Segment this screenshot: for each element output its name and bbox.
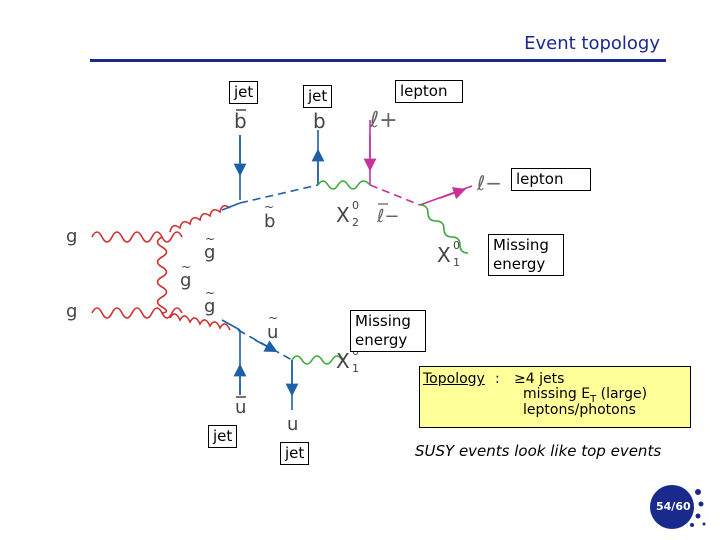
particle-squark-u: u	[267, 322, 278, 343]
particle-chi1-bottom: X	[336, 349, 350, 373]
particle-gluino-bottom: g	[204, 296, 215, 317]
particle-chi1-right-sup: 0	[453, 239, 460, 252]
page-title: Event topology	[524, 33, 660, 54]
particle-g-top: g	[66, 226, 77, 247]
particle-lminus: ℓ−	[476, 171, 502, 195]
gluino-to-ubar	[221, 319, 241, 331]
label-jet-bottom-left: jet	[208, 425, 238, 448]
svg-text:~: ~	[205, 286, 215, 300]
lepton-lines	[363, 120, 473, 206]
label-lepton-top: lepton	[395, 80, 463, 103]
topology-box: Topology : ≥4 jets missing ET (large) le…	[419, 366, 691, 428]
label-jet-top-mid: jet	[303, 85, 333, 108]
label-jet-top-left: jet	[229, 81, 259, 104]
label-missing-energy-right: Missing energy	[488, 234, 564, 276]
svg-text:~: ~	[268, 311, 278, 325]
particle-chi2-sup: 0	[352, 199, 359, 212]
susy-note: SUSY events look like top events	[415, 442, 662, 460]
particle-g-bottom: g	[66, 301, 77, 322]
particle-chi1-right: X	[437, 243, 451, 267]
page-number: 54/60	[656, 500, 691, 513]
svg-text:~: ~	[205, 232, 215, 246]
gluon-lines	[91, 204, 231, 331]
title-underline	[90, 59, 666, 62]
slepton-line	[369, 184, 421, 206]
particle-chi2: X	[336, 203, 350, 227]
chi2-line	[317, 180, 371, 190]
particle-bbar: b	[234, 109, 247, 133]
label-missing-energy-mid: Missing energy	[350, 310, 426, 352]
gluon-top-incoming	[91, 231, 183, 243]
topology-jets: ≥4 jets	[514, 371, 565, 387]
page-badge-icon	[650, 485, 706, 529]
topology-missing-et: missing ET (large)	[523, 386, 648, 405]
particle-chi1-right-sub: 1	[453, 256, 460, 269]
particle-lminus-mid: ℓ−	[376, 206, 400, 227]
gluon-bottom-incoming	[91, 307, 183, 319]
svg-text:~: ~	[181, 260, 191, 274]
particle-gluino-top: g	[204, 242, 215, 263]
label-jet-bottom-mid: jet	[280, 442, 310, 465]
gluino-bottom-line	[169, 313, 231, 331]
particle-sbottom: b	[264, 211, 275, 232]
particle-ubar: u	[235, 397, 246, 418]
particle-chi1-bottom-sub: 1	[352, 362, 359, 375]
topology-colon: :	[495, 371, 500, 387]
topology-label: Topology	[423, 371, 485, 387]
gluon-vertical	[156, 236, 168, 314]
gluino-top-line	[169, 204, 231, 233]
svg-text:~: ~	[264, 200, 274, 214]
neutralino-lines	[291, 180, 469, 365]
quark-lines	[221, 130, 325, 410]
chi1-right-line	[419, 204, 469, 254]
sbottom-line	[239, 184, 319, 204]
particle-chi2-sub: 2	[352, 216, 359, 229]
gluino-to-bbar	[221, 202, 241, 211]
particle-lplus: ℓ+	[369, 108, 398, 133]
chi1-bottom-line	[291, 355, 343, 365]
label-lepton-right: lepton	[511, 168, 591, 191]
particle-gluino-mid: g	[180, 270, 191, 291]
particle-b: b	[313, 109, 326, 133]
topology-leptons: leptons/photons	[523, 402, 636, 418]
particle-u: u	[287, 414, 298, 435]
